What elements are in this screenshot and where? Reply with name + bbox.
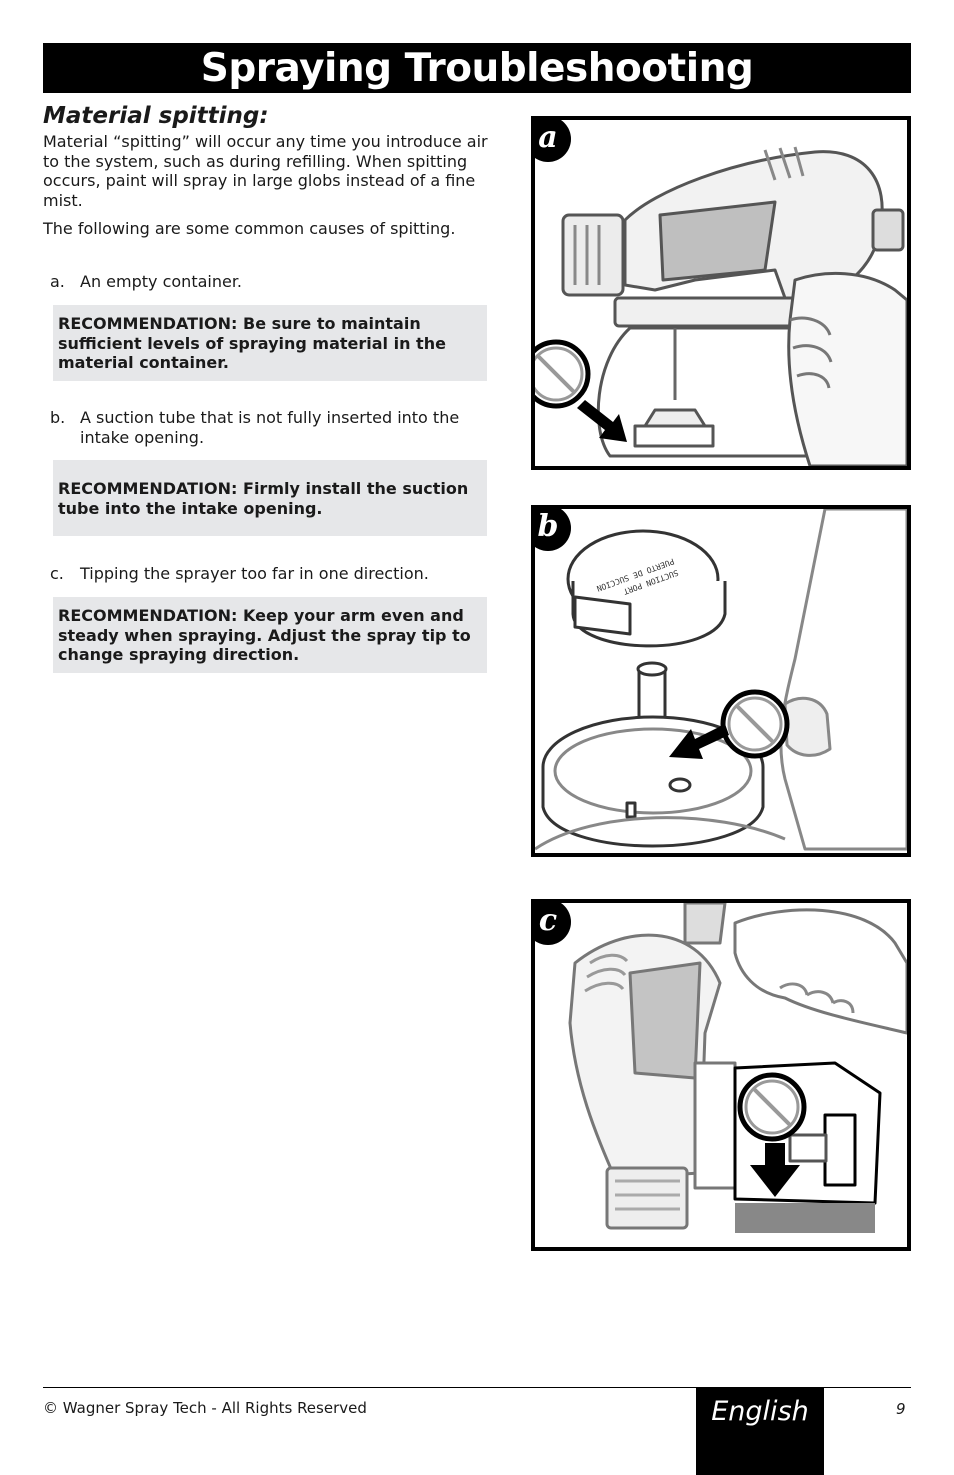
list-item-c: c. Tipping the sprayer too far in one di… bbox=[50, 564, 480, 584]
list-item-a: a. An empty container. bbox=[50, 272, 480, 292]
footer-divider bbox=[43, 1387, 911, 1388]
list-item-text: An empty container. bbox=[80, 272, 243, 291]
arrow-icon bbox=[577, 400, 627, 442]
intro-paragraph: Material “spitting” will occur any time … bbox=[43, 132, 488, 210]
list-item-label: a. bbox=[50, 272, 65, 291]
recommendation-box-b: RECOMMENDATION: Firmly install the sucti… bbox=[53, 460, 487, 536]
figure-c: c bbox=[531, 899, 911, 1251]
suction-tube-illustration: SUCTION PORT PUERTO DE SUCCION bbox=[535, 509, 907, 851]
figure-b: SUCTION PORT PUERTO DE SUCCION b bbox=[531, 505, 911, 857]
page-title: Spraying Troubleshooting bbox=[43, 43, 911, 93]
arrow-icon bbox=[750, 1143, 800, 1197]
copyright-notice: © Wagner Spray Tech - All Rights Reserve… bbox=[43, 1399, 367, 1417]
prohibition-icon bbox=[737, 1072, 807, 1142]
prohibition-icon bbox=[720, 689, 790, 759]
list-item-label: c. bbox=[50, 564, 64, 583]
list-item-label: b. bbox=[50, 408, 66, 427]
list-item-text: A suction tube that is not fully inserte… bbox=[80, 408, 460, 447]
language-tab: English bbox=[696, 1388, 824, 1475]
content-column: Material spitting: Material “spitting” w… bbox=[43, 100, 489, 239]
list-item-b: b. A suction tube that is not fully inse… bbox=[50, 408, 480, 447]
figure-a: a bbox=[531, 116, 911, 470]
sprayer-tipped-illustration bbox=[568, 903, 907, 1233]
section-heading: Material spitting: bbox=[43, 103, 269, 129]
prohibition-icon bbox=[535, 339, 591, 409]
page-number: 9 bbox=[896, 1400, 906, 1418]
sprayer-empty-container-illustration bbox=[535, 146, 907, 466]
list-item-text: Tipping the sprayer too far in one direc… bbox=[80, 564, 429, 583]
causes-intro-paragraph: The following are some common causes of … bbox=[43, 219, 456, 238]
arrow-icon bbox=[669, 724, 729, 759]
recommendation-box-c: RECOMMENDATION: Keep your arm even and s… bbox=[53, 597, 487, 673]
recommendation-box-a: RECOMMENDATION: Be sure to maintain suff… bbox=[53, 305, 487, 381]
